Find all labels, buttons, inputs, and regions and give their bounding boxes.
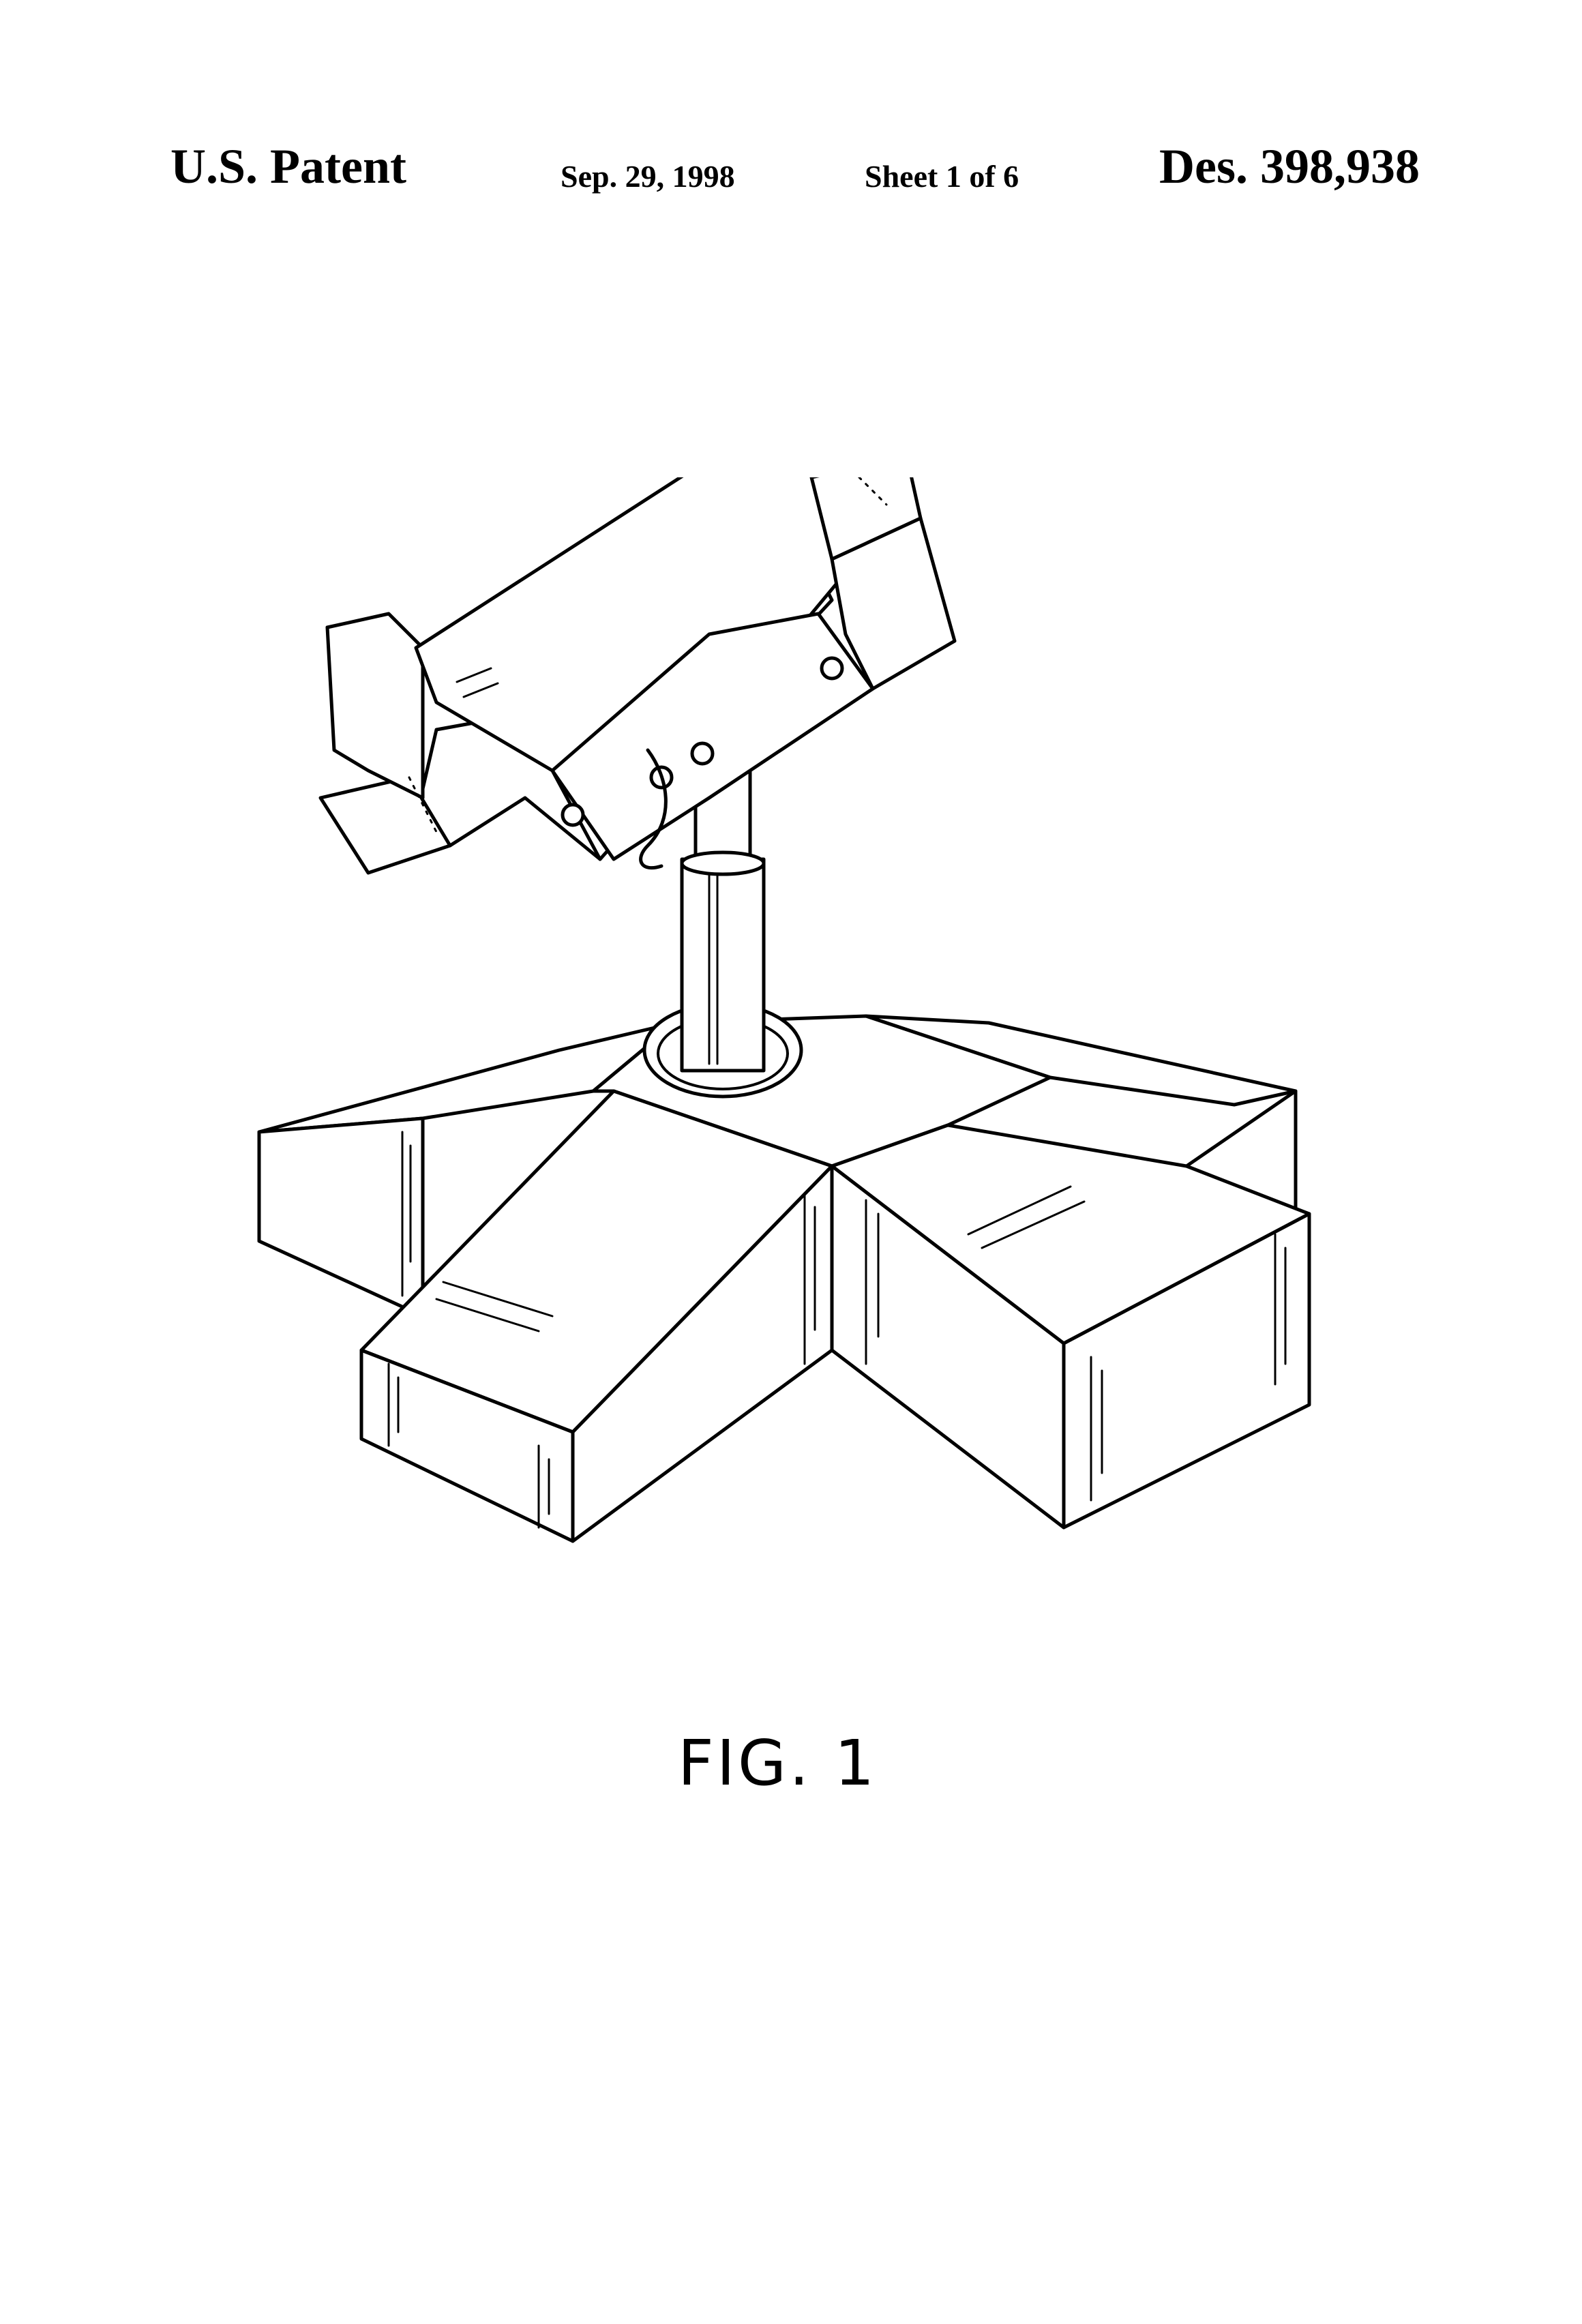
patent-label: U.S. Patent: [170, 139, 406, 194]
support-post: [680, 734, 766, 1073]
figure-label-text: FIG. 1: [677, 1727, 878, 1800]
base-arm-front-left-face-l: [359, 1348, 575, 1543]
hole-3: [690, 741, 715, 766]
cross-base: [257, 1002, 1311, 1543]
holder-cradle: [318, 477, 957, 875]
base-arm-front-right-face-r: [1062, 1212, 1311, 1530]
patent-header: U.S. Patent Sep. 29, 1998 Sheet 1 of 6 D…: [0, 0, 1582, 273]
figure-label: FIG. 1: [0, 1732, 1582, 1795]
hole-1: [561, 803, 585, 827]
patent-number: Des. 398,938: [1159, 139, 1420, 194]
padding-stipple: [408, 477, 888, 833]
stand-illustration: [257, 477, 1311, 1543]
base-arm-left-face: [257, 1116, 425, 1318]
patent-drawing: [232, 477, 1350, 1596]
sheet-indicator: Sheet 1 of 6: [865, 159, 1019, 194]
holder-hook: [639, 748, 668, 870]
holder-left-panel: [318, 775, 452, 875]
patent-date: Sep. 29, 1998: [561, 159, 735, 194]
holder-front-flange: [550, 612, 875, 861]
hole-4: [820, 656, 844, 681]
